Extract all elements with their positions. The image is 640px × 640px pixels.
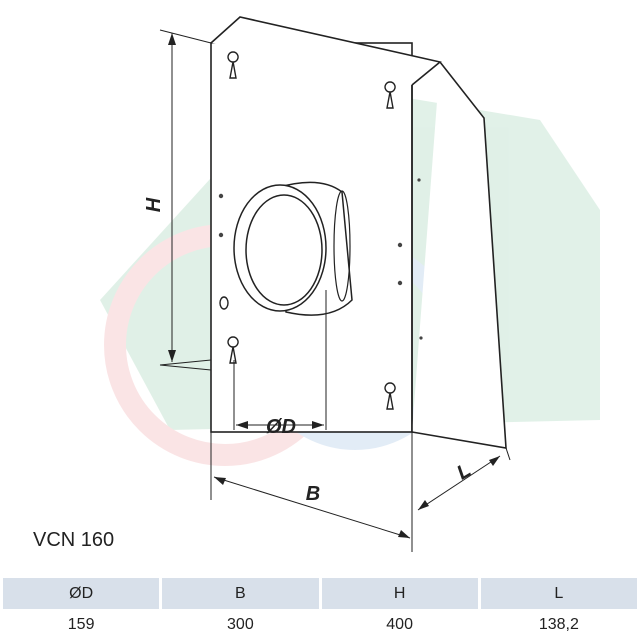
arrowhead-icon: [236, 421, 248, 429]
spec-header-width: B: [162, 578, 319, 609]
spigot-rim: [333, 190, 351, 302]
product-diagram: H ØD B L: [100, 16, 600, 552]
arrowhead-icon: [214, 477, 226, 485]
spec-value-diameter: 159: [3, 609, 160, 640]
width-dimension-line: [213, 476, 411, 539]
arrowhead-icon: [312, 421, 324, 429]
top-face: [210, 16, 442, 86]
spigot: [233, 181, 353, 316]
small-hole: [219, 296, 229, 310]
spec-value-row: 159 300 400 138,2: [3, 609, 637, 640]
spigot-inner-ring: [245, 194, 323, 306]
keyhole-icon: [384, 382, 396, 410]
screw-dot: [417, 178, 421, 182]
screw-dot: [419, 336, 423, 340]
keyhole-icon: [384, 81, 396, 109]
length-label: L: [453, 459, 475, 484]
spigot-outer-ring: [233, 184, 327, 312]
arrowhead-icon: [168, 350, 176, 362]
screw-dot: [218, 193, 224, 199]
model-name: VCN 160: [33, 529, 115, 551]
arrowhead-icon: [418, 500, 429, 510]
spec-value-height: 400: [321, 609, 478, 640]
keyhole-icon: [227, 336, 239, 364]
dimension-lines: [159, 29, 511, 552]
arrowhead-icon: [168, 33, 176, 45]
spec-header-diameter: ØD: [3, 578, 160, 609]
length-dimension-line: [417, 455, 501, 511]
screw-dot: [397, 242, 403, 248]
spec-header-height: H: [321, 578, 478, 609]
screw-dots: [218, 178, 423, 340]
arrowhead-icon: [489, 456, 500, 466]
arrowhead-icon: [398, 530, 410, 538]
screw-dot: [397, 280, 403, 286]
spec-header-length: L: [480, 578, 637, 609]
screw-dot: [218, 232, 224, 238]
side-face: [411, 61, 507, 449]
spec-table: ØD B H L 159 300 400 138,2: [0, 578, 640, 640]
width-label: B: [306, 483, 320, 505]
spec-header-row: ØD B H L: [3, 578, 637, 609]
base-plate: [159, 359, 212, 366]
diameter-label: ØD: [266, 416, 296, 438]
spec-value-width: 300: [162, 609, 319, 640]
spec-value-length: 138,2: [480, 609, 637, 640]
arrowheads: [168, 33, 500, 538]
mounting-holes: [219, 51, 396, 410]
height-label: H: [143, 197, 165, 212]
keyhole-icon: [227, 51, 239, 79]
